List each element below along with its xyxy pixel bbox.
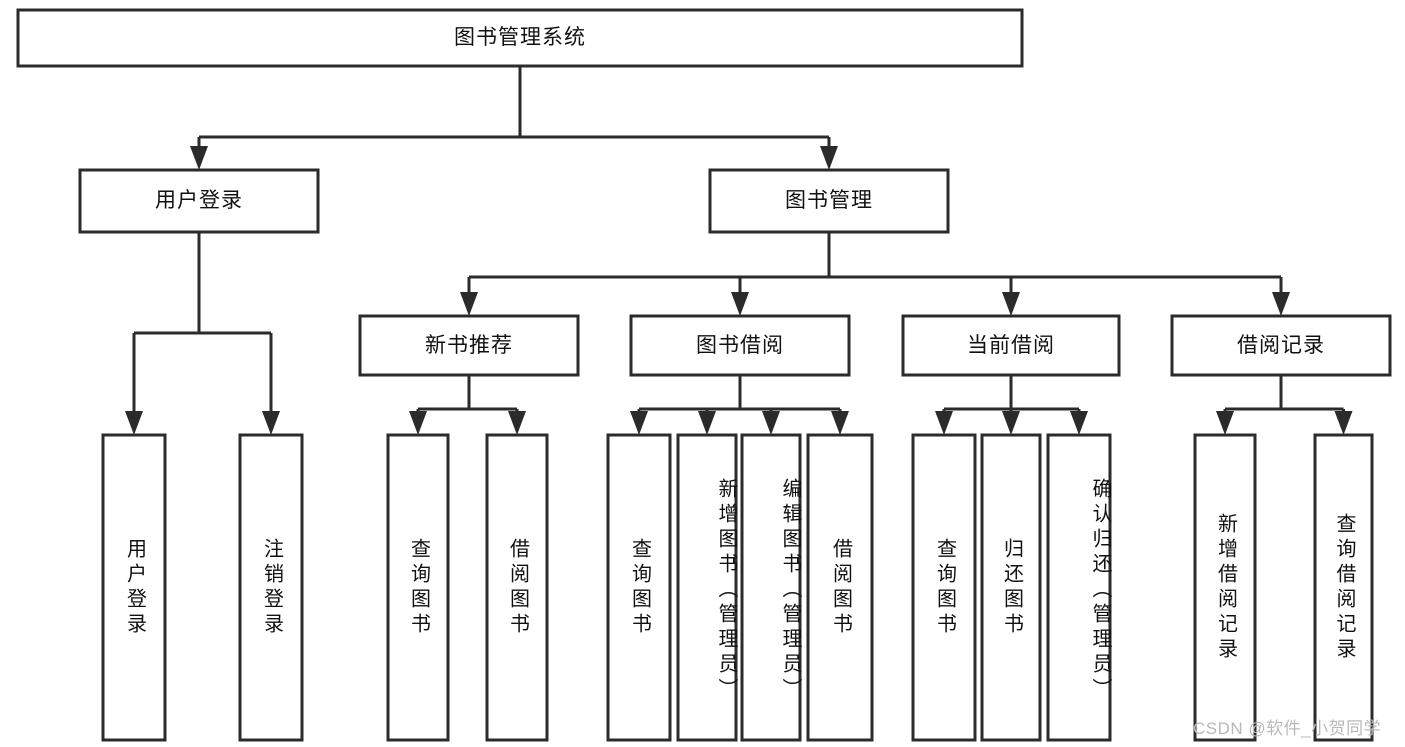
node-l3-borrow-record[interactable] <box>1170 314 1392 377</box>
arrow-head-icon <box>262 411 280 435</box>
arrow-head-icon <box>1272 292 1290 316</box>
node-hit-current-borrow[interactable] <box>903 316 1119 375</box>
node-hit-root[interactable] <box>18 10 1022 66</box>
arrow-head-icon <box>1002 292 1020 316</box>
arrow-head-icon <box>1002 411 1020 435</box>
node-l3-current-borrow[interactable] <box>901 314 1121 377</box>
node-leaf-leaf-user-login[interactable] <box>101 433 167 742</box>
arrow-head-icon <box>508 411 526 435</box>
node-hit-leaf-user-login[interactable] <box>103 435 165 740</box>
node-hit-leaf-query-borrow-record[interactable] <box>1315 435 1372 740</box>
node-leaf-leaf-borrow-book-recommend[interactable] <box>485 433 549 742</box>
connectors-layer <box>125 66 1353 435</box>
boxes-layer <box>16 8 1392 742</box>
node-leaf-leaf-add-borrow-record[interactable] <box>1193 433 1257 742</box>
node-hit-leaf-borrow-book-recommend[interactable] <box>487 435 547 740</box>
node-hit-book-borrow[interactable] <box>631 316 849 375</box>
node-leaf-leaf-logout[interactable] <box>238 433 304 742</box>
node-hit-leaf-return-book[interactable] <box>982 435 1040 740</box>
arrow-head-icon <box>762 411 780 435</box>
node-root-root[interactable] <box>16 8 1024 68</box>
node-hit-book-management[interactable] <box>710 170 948 232</box>
node-hit-leaf-edit-book[interactable] <box>742 435 800 740</box>
node-l3-new-book-recommend[interactable] <box>358 314 580 377</box>
node-hit-leaf-query-book-recommend[interactable] <box>388 435 448 740</box>
node-leaf-leaf-borrow-book[interactable] <box>806 433 874 742</box>
arrow-head-icon <box>1334 411 1353 435</box>
arrow-head-icon <box>820 146 838 170</box>
arrow-head-icon <box>1070 411 1088 435</box>
arrow-head-icon <box>190 146 208 170</box>
node-leaf-leaf-query-book-current[interactable] <box>911 433 977 742</box>
arrow-head-icon <box>935 411 953 435</box>
arrow-head-icon <box>698 411 716 435</box>
node-leaf-leaf-edit-book[interactable] <box>740 433 802 742</box>
node-leaf-leaf-query-book-borrow[interactable] <box>606 433 672 742</box>
arrow-head-icon <box>460 292 478 316</box>
node-hit-leaf-add-borrow-record[interactable] <box>1195 435 1255 740</box>
node-leaf-leaf-query-book-recommend[interactable] <box>386 433 450 742</box>
arrow-head-icon <box>1216 411 1234 435</box>
node-leaf-leaf-confirm-return[interactable] <box>1046 433 1112 742</box>
node-hit-leaf-add-book[interactable] <box>678 435 736 740</box>
node-leaf-leaf-return-book[interactable] <box>980 433 1042 742</box>
node-hit-borrow-record[interactable] <box>1172 316 1390 375</box>
arrow-head-icon <box>630 411 648 435</box>
node-l2-user-login[interactable] <box>78 168 320 234</box>
node-hit-leaf-borrow-book[interactable] <box>808 435 872 740</box>
node-leaf-leaf-add-book[interactable] <box>676 433 738 742</box>
node-leaf-leaf-query-borrow-record[interactable] <box>1313 433 1374 742</box>
arrow-head-icon <box>731 292 749 316</box>
node-l3-book-borrow[interactable] <box>629 314 851 377</box>
node-hit-leaf-query-book-borrow[interactable] <box>608 435 670 740</box>
arrow-head-icon <box>125 411 143 435</box>
node-hit-leaf-query-book-current[interactable] <box>913 435 975 740</box>
node-hit-leaf-confirm-return[interactable] <box>1048 435 1110 740</box>
node-hit-new-book-recommend[interactable] <box>360 316 578 375</box>
node-hit-user-login[interactable] <box>80 170 318 232</box>
node-hit-leaf-logout[interactable] <box>240 435 302 740</box>
arrow-head-icon <box>409 411 427 435</box>
node-l2-book-management[interactable] <box>708 168 950 234</box>
arrow-head-icon <box>831 411 849 435</box>
